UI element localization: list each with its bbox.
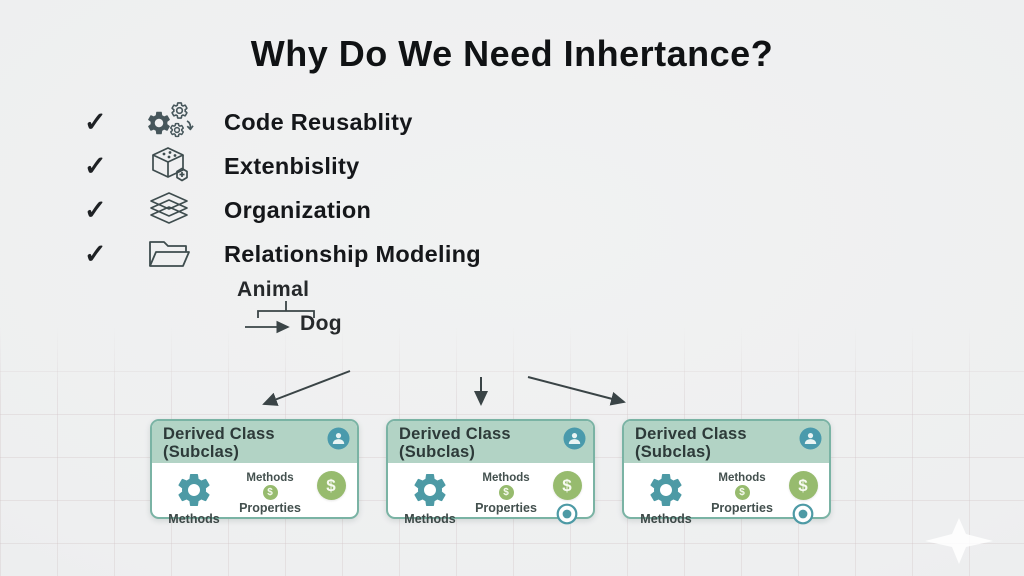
cube-plus-icon (128, 145, 210, 187)
card-title: Derived Class (163, 425, 275, 443)
dollar-icon: $ (552, 471, 582, 500)
methods-column: Methods (398, 470, 462, 526)
gear-icon (646, 470, 686, 510)
checklist-item-label: Organization (224, 196, 372, 223)
card-header: Derived Class (Subclas) (388, 421, 593, 463)
card-title: Derived Class (399, 425, 511, 443)
child-class-label: Dog (300, 312, 343, 335)
dollar-icon: $ (262, 485, 278, 500)
checklist-item: ✓ Code Reusablity (84, 100, 481, 144)
gear-icon (174, 470, 214, 510)
dollar-icon: $ (498, 485, 514, 500)
gears-icon (128, 99, 210, 145)
dollar-icon: $ (316, 471, 346, 500)
person-icon (799, 427, 822, 455)
card-subtitle: (Subclas) (635, 443, 712, 461)
person-icon (563, 427, 586, 455)
members-column: Methods $ Properties (226, 472, 314, 515)
dollar-icon: $ (734, 485, 750, 500)
methods-column: Methods (634, 470, 698, 526)
checklist: ✓ Code Reusablity ✓ (84, 100, 481, 276)
card-title: Derived Class (635, 425, 747, 443)
methods-label: Methods (718, 472, 766, 484)
derived-class-card: Derived Class (Subclas) Methods Methods … (386, 419, 595, 526)
checkmark-icon: ✓ (84, 238, 107, 269)
derived-class-card: Derived Class (Subclas) Methods Methods … (622, 419, 831, 526)
card-header: Derived Class (Subclas) (624, 421, 829, 463)
gear-caption: Methods (404, 512, 456, 526)
checklist-item-label: Extenbislity (224, 152, 360, 179)
members-column: Methods $ Properties (462, 472, 550, 515)
parent-class-label: Animal (237, 278, 310, 301)
gear-icon (410, 470, 450, 510)
properties-label: Properties (711, 501, 773, 515)
methods-column: Methods (162, 470, 226, 526)
checkmark-icon: ✓ (84, 194, 107, 225)
card-body: Methods Methods $ Properties $ (152, 463, 357, 526)
layers-icon (128, 191, 210, 229)
card-body: Methods Methods $ Properties $ (388, 463, 593, 530)
folder-icon (128, 237, 210, 271)
gear-caption: Methods (640, 512, 692, 526)
members-column: Methods $ Properties (698, 472, 786, 515)
checklist-item-label: Code Reusablity (224, 108, 413, 135)
checklist-item: ✓ Extenbislity (84, 144, 481, 188)
dollar-icon: $ (788, 471, 818, 500)
eye-icon (556, 503, 578, 530)
checkmark-icon: ✓ (84, 150, 107, 181)
page-title: Why Do We Need Inhertance? (250, 33, 774, 74)
card-body: Methods Methods $ Properties $ (624, 463, 829, 530)
properties-label: Properties (475, 501, 537, 515)
badge-column: $ (550, 471, 584, 530)
sparkle-watermark-icon (922, 516, 996, 571)
card-title-block: Derived Class (Subclas) (163, 425, 275, 461)
eye-icon (792, 503, 814, 530)
card-title-block: Derived Class (Subclas) (399, 425, 511, 461)
person-icon (327, 427, 350, 455)
methods-label: Methods (246, 472, 294, 484)
card-subtitle: (Subclas) (163, 443, 240, 461)
card-header: Derived Class (Subclas) (152, 421, 357, 463)
checkmark-icon: ✓ (84, 106, 107, 137)
badge-column: $ (314, 471, 348, 500)
checklist-item-label: Relationship Modeling (224, 240, 481, 267)
badge-column: $ (786, 471, 820, 530)
card-title-block: Derived Class (Subclas) (635, 425, 747, 461)
properties-label: Properties (239, 501, 301, 515)
methods-label: Methods (482, 472, 530, 484)
checklist-item: ✓ Organization (84, 188, 481, 232)
gear-caption: Methods (168, 512, 220, 526)
checklist-item: ✓ Relationship Modeling (84, 232, 481, 276)
derived-class-card: Derived Class (Subclas) Methods Methods … (150, 419, 359, 526)
card-subtitle: (Subclas) (399, 443, 476, 461)
